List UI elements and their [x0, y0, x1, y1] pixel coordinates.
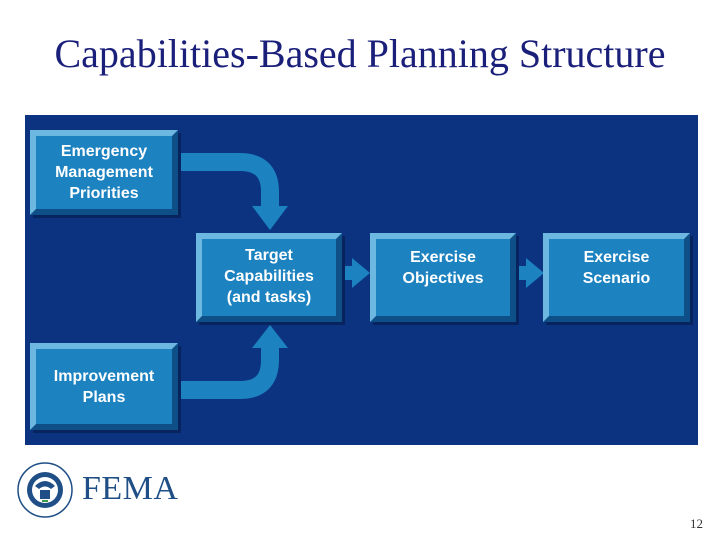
- box-label: Target Capabilities (and tasks): [224, 247, 314, 306]
- box-exercise-objectives: Exercise Objectives: [370, 233, 516, 322]
- arrow-head-down: [252, 206, 288, 230]
- slide-title: Capabilities-Based Planning Structure: [54, 31, 666, 76]
- box-label: Exercise Objectives: [402, 249, 484, 287]
- page-number: 12: [690, 516, 703, 531]
- arrow-target-to-objectives-shaft: [340, 266, 354, 280]
- fema-logo: FEMA: [82, 470, 179, 507]
- box-exercise-scenario: Exercise Scenario: [543, 233, 690, 322]
- box-target-capabilities: Target Capabilities (and tasks): [196, 233, 342, 322]
- arrow-head-up: [252, 325, 288, 348]
- dhs-seal-icon: [17, 462, 73, 518]
- arrow-improvement-to-target: [176, 346, 279, 399]
- box-improvement-plans: Improvement Plans: [30, 343, 178, 430]
- arrow-objectives-to-scenario-shaft: [514, 266, 528, 280]
- arrow-priorities-to-target: [176, 153, 279, 208]
- box-emergency-management-priorities: Emergency Management Priorities: [30, 130, 178, 215]
- box-label: Emergency Management Priorities: [55, 143, 153, 202]
- box-label: Improvement Plans: [53, 367, 155, 406]
- box-label: Exercise Scenario: [582, 249, 651, 287]
- arrow-target-to-objectives-head: [352, 258, 370, 288]
- arrow-objectives-to-scenario-head: [526, 258, 544, 288]
